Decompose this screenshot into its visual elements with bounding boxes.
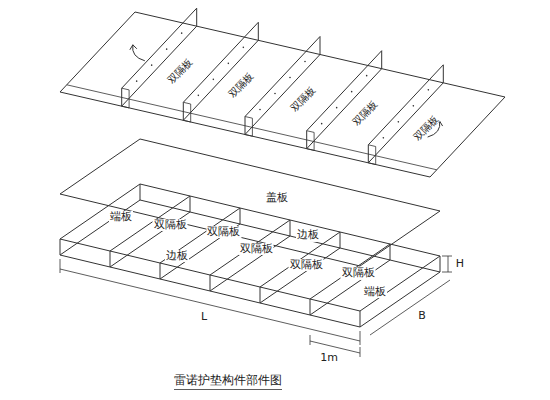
caption-underline <box>174 389 282 390</box>
part-name: 端板 <box>109 210 133 222</box>
fixing-dot <box>213 79 215 81</box>
box-edge <box>140 184 141 200</box>
fixing-dot <box>181 32 183 34</box>
box-edge <box>360 311 361 327</box>
part-name: 边板 <box>165 250 189 262</box>
fixing-dot <box>243 47 245 49</box>
diaphragm <box>310 244 390 315</box>
part-name: 双隔板 <box>165 55 195 86</box>
fixing-dot <box>228 63 230 65</box>
dimension-label: 1m <box>319 352 339 364</box>
part-name: 双隔板 <box>288 84 318 115</box>
diaphragm-plate <box>245 37 320 135</box>
fixing-dot <box>259 109 261 111</box>
part-name: 边板 <box>296 229 320 241</box>
extension-line <box>442 272 452 273</box>
dimension-line <box>60 269 360 341</box>
base-sheet <box>60 12 505 177</box>
diaphragm <box>110 196 190 267</box>
diaphragm-plate <box>183 22 258 120</box>
fixing-dot <box>336 107 338 109</box>
diaphragm-fold <box>245 117 252 137</box>
box-edge <box>440 256 441 272</box>
part-name: 双隔板 <box>226 70 256 101</box>
lid <box>60 139 440 266</box>
part-name: 双隔板 <box>239 243 274 255</box>
fixing-dot <box>428 89 430 91</box>
dimension-line <box>448 256 449 272</box>
part-name: 双隔板 <box>350 98 380 129</box>
fixing-dot <box>274 93 276 95</box>
extension-line <box>442 256 452 257</box>
fixing-dot <box>351 91 353 93</box>
diaphragm-fold <box>368 145 375 165</box>
fixing-dot <box>151 64 153 66</box>
extension-line <box>60 259 61 273</box>
dimension-label: L <box>200 311 208 323</box>
part-name: 双隔板 <box>411 112 441 143</box>
fixing-dot <box>321 123 323 125</box>
diaphragm-plate <box>368 65 443 163</box>
box-bottom <box>60 200 440 327</box>
fixing-dot <box>198 95 200 97</box>
part-name: 双隔板 <box>153 219 188 231</box>
diaphragm-fold <box>307 131 314 151</box>
fold-arrow <box>133 45 145 61</box>
extension-line <box>310 335 311 345</box>
part-name: 双隔板 <box>206 226 241 238</box>
fixing-dot <box>166 48 168 50</box>
part-name: 端板 <box>363 286 387 298</box>
diaphragm-fold <box>183 102 190 122</box>
diaphragm-plate <box>122 8 197 106</box>
extension-line <box>360 331 361 345</box>
fixing-dot <box>398 121 400 123</box>
part-name: 双隔板 <box>341 267 376 279</box>
box-top <box>60 184 440 311</box>
part-name: 双隔板 <box>289 259 324 271</box>
box-edge <box>60 239 61 255</box>
fixing-dot <box>289 77 291 79</box>
diaphragm-plate <box>307 51 382 149</box>
diaphragm-fold <box>122 88 129 108</box>
fixing-dot <box>413 105 415 107</box>
part-name: 盖板 <box>265 192 289 204</box>
extension-line <box>360 347 361 357</box>
dimension-label: B <box>417 309 427 321</box>
dimension-label: H <box>455 258 465 270</box>
fixing-dot <box>383 137 385 139</box>
caption: 雷诺护垫构件部件图 <box>174 372 282 389</box>
fixing-dot <box>304 61 306 63</box>
arrow-head <box>130 45 137 50</box>
fixing-dot <box>366 75 368 77</box>
fixing-dot <box>136 80 138 82</box>
